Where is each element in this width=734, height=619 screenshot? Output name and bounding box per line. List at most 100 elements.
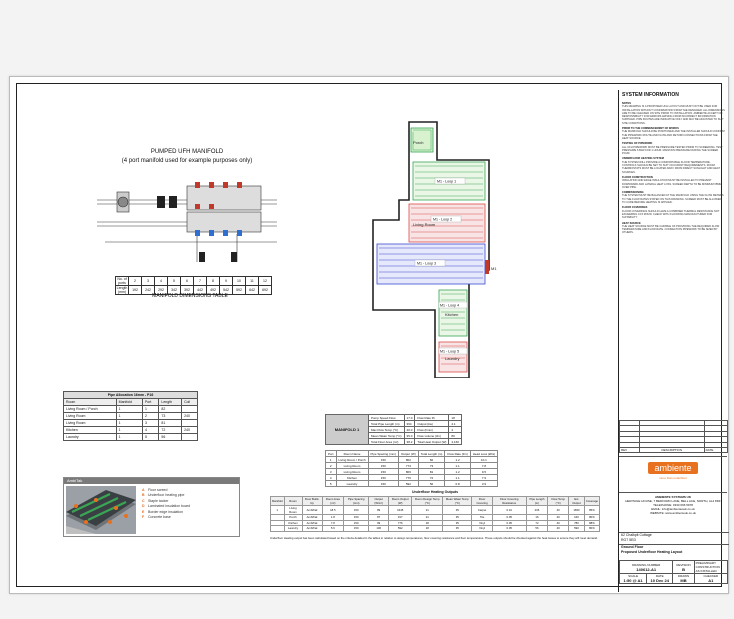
dims-length: 692 bbox=[258, 285, 272, 295]
drawing-title-line1: Ground Floor bbox=[621, 545, 644, 549]
outputs-header: Room Design Temp (°C) bbox=[411, 496, 444, 506]
outputs-cell: 89 bbox=[368, 505, 389, 515]
pipe-cell: 1 bbox=[141, 405, 160, 413]
outputs-header: Coverage bbox=[583, 496, 601, 506]
dims-port: 7 bbox=[193, 276, 207, 286]
drawing-number-label: DRAWING NUMBER bbox=[632, 562, 661, 567]
outputs-cell: 80% bbox=[583, 525, 601, 532]
revision-label: REVISION bbox=[676, 562, 691, 567]
loop-label: M1 - Loop 5 bbox=[440, 350, 459, 354]
outputs-cell: Laundry bbox=[283, 525, 303, 532]
outputs-cell: 0.10 bbox=[491, 505, 527, 515]
floor-buildup-illustration bbox=[66, 486, 136, 534]
outputs-cell: 592 bbox=[387, 525, 413, 532]
dims-port: 12 bbox=[258, 276, 272, 286]
pipe-cell: 3 bbox=[141, 419, 160, 427]
pipe-cell: Laundry bbox=[63, 433, 117, 441]
outputs-header: Floor Build-Up bbox=[301, 496, 323, 506]
outputs-cell: 1645 bbox=[387, 505, 413, 515]
section-heading: COMMISSIONING bbox=[622, 191, 644, 195]
section-heading: PRIOR TO THE COMMENCEMENT OF WORKS bbox=[622, 127, 679, 131]
manifold-title-line1: PUMPED UFH MANIFOLD bbox=[150, 149, 224, 155]
dims-port: 6 bbox=[180, 276, 194, 286]
loop-label: M1 - Loop 4 bbox=[440, 304, 459, 308]
company-address: AMBIENTE SYSTEMS UK HERITAGE HOUSE, 7 BE… bbox=[619, 492, 727, 515]
pipe-cell: 1 bbox=[115, 433, 143, 441]
system-info-title: SYSTEM INFORMATION bbox=[622, 92, 679, 98]
pipe-cell: 81 bbox=[158, 419, 183, 427]
date-value: 10 Dec 24 bbox=[650, 578, 669, 583]
outputs-header: Room bbox=[283, 496, 303, 506]
pipe-header: Room bbox=[63, 398, 117, 406]
floor-plan: Porch Living Room Kitchen Laundry M1 M1 … bbox=[372, 121, 497, 378]
pipe-cell bbox=[181, 419, 198, 427]
manifold-marker-label: M1 bbox=[491, 266, 497, 271]
outputs-cell: 21 bbox=[411, 505, 444, 515]
scale-value: 1:50 @ A1 bbox=[623, 578, 643, 583]
pipe-cell: Living Room bbox=[63, 419, 117, 427]
drawing-title-line2: Proposed Underfloor Heating Layout bbox=[621, 549, 683, 554]
client-line1: 62 Chalkpit Cottage bbox=[621, 533, 652, 537]
company-logo: ambiente bbox=[648, 462, 698, 474]
company-phone: TELEPHONE: 0333 666 5978 bbox=[653, 503, 693, 507]
status-option: PRELIMINARY bbox=[695, 561, 716, 565]
pipe-header: Manifold bbox=[115, 398, 143, 406]
outputs-header: Manifold bbox=[270, 496, 285, 506]
zones-cell: 0.8 bbox=[444, 480, 471, 487]
outputs-header: Room Area (m²) bbox=[321, 496, 345, 506]
outputs-cell: Living Room bbox=[283, 505, 303, 515]
dims-row1-label: No. of ports bbox=[115, 276, 129, 286]
section-text: THE HEAT SOURCE MUST BE CAPABLE OF PROVI… bbox=[622, 224, 720, 235]
pipe-header: Coil bbox=[181, 398, 198, 406]
client-box: 62 Chalkpit Cottage RG7 5ED bbox=[619, 532, 729, 543]
drawn-value: MB bbox=[680, 578, 687, 583]
pipe-cell bbox=[181, 433, 198, 441]
zones-cell: 5 bbox=[325, 480, 337, 487]
dims-port: 11 bbox=[245, 276, 259, 286]
pipe-cell: 240 bbox=[181, 426, 198, 434]
outputs-cell: 236 bbox=[525, 505, 549, 515]
outputs-note: Underfloor Heating output has been calcu… bbox=[270, 536, 598, 540]
checked-label: CHECKED bbox=[703, 574, 719, 578]
legend-key: F bbox=[142, 515, 145, 520]
pipe-cell bbox=[181, 405, 198, 413]
room-label-laundry: Laundry bbox=[445, 356, 459, 361]
section-heading: UNDERFLOOR HEATING SYSTEM bbox=[622, 157, 664, 161]
pipe-cell: 1 bbox=[115, 405, 143, 413]
legend-text: Laminated insulation board bbox=[148, 504, 191, 509]
pipe-cell: 5 bbox=[141, 433, 160, 441]
outputs-cell: Vinyl bbox=[471, 525, 493, 532]
outputs-cell: 106 bbox=[368, 525, 389, 532]
legend-text: Border edge insulation bbox=[148, 509, 184, 514]
pipe-cell: 56 bbox=[158, 433, 183, 441]
mf-cell: Total Heat Output (W) bbox=[414, 438, 450, 445]
revision-header: REV bbox=[619, 446, 640, 454]
mf-cell: 38.2 bbox=[403, 438, 416, 445]
outputs-cell: AmbiTak bbox=[301, 525, 323, 532]
outputs-cell: AmbiTak bbox=[301, 505, 323, 515]
outputs-cell: 150 bbox=[343, 525, 370, 532]
pipe-header: Length bbox=[158, 398, 183, 406]
company-web: WEBSITE: www.ambienteuk.co.uk bbox=[650, 511, 696, 515]
legend-key: A bbox=[142, 488, 145, 492]
outputs-cell: 35 bbox=[442, 525, 473, 532]
manifold-title: PUMPED UFH MANIFOLD (4 port manifold use… bbox=[87, 148, 287, 166]
pipe-cell: 82 bbox=[158, 405, 183, 413]
dims-port: 9 bbox=[219, 276, 233, 286]
legend-text: Staple tacker bbox=[148, 498, 169, 503]
loop-label: M1 - Loop 3 bbox=[417, 262, 436, 266]
outputs-header: Output (W/m²) bbox=[368, 496, 389, 506]
pipe-cell: 240 bbox=[181, 412, 198, 420]
outputs-cell: Carpet bbox=[471, 505, 493, 515]
